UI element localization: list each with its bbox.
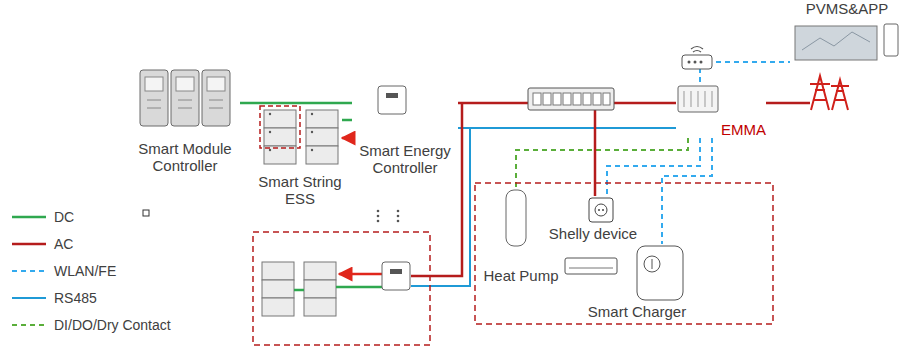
legend-line [12,239,46,249]
dashed-region [475,183,773,324]
device-box: EMMA [676,82,766,138]
legend-row: DC [12,203,171,230]
device-label: Smart Energy Controller [352,142,458,176]
connector [342,119,352,122]
ac-wire [411,103,462,276]
router-icon [682,47,712,70]
legend-row: DI/DO/Dry Contact [12,311,171,338]
connector [458,127,676,129]
legend-row: RS485 [12,284,171,311]
connector [240,102,352,105]
ac-arrow [339,273,382,276]
device-box: Smart Energy Controller [352,84,458,176]
legend-text: RS485 [54,290,97,306]
air-conditioner-icon [565,258,617,274]
connector [662,138,712,244]
dc-wire [294,289,304,292]
dashed-region [253,232,430,345]
dc-wire [336,286,382,289]
connector [607,138,700,196]
legend-row: AC [12,230,171,257]
connector [342,137,352,140]
ellipsis-dots [377,210,400,223]
legend-line [12,293,46,303]
device-box: Smart Module Controller [130,68,240,174]
device-label: Heat Pump [478,267,564,284]
device-label: PVMS&APP [790,0,904,17]
device-box: Shelly device [543,196,643,242]
distribution-box [528,88,614,110]
inverter-icon [382,262,410,290]
ac-wire [766,102,810,105]
ess-stack [262,262,336,316]
connector [700,62,790,82]
device-label: EMMA [676,121,766,138]
legend-text: DC [54,209,74,225]
device-box: Smart Charger [582,244,692,320]
legend-text: WLAN/FE [54,263,116,279]
device-label: Smart String ESS [258,173,342,207]
device-box: Smart String ESS [258,105,342,207]
device-label: Smart Module Controller [130,140,240,174]
device-label: Smart Charger [582,303,692,320]
legend-line [12,320,46,330]
device-label: Shelly device [543,225,643,242]
legend-row: WLAN/FE [12,257,171,284]
legend-text: AC [54,236,73,252]
platform-box: PVMS&APP [790,0,904,79]
legend: DC AC WLAN/FE RS485DI/DO/Dry Contact [12,203,171,338]
legend-text: DI/DO/Dry Contact [54,317,171,333]
grid-tower [810,76,849,110]
legend-line [12,266,46,276]
legend-line [12,212,46,222]
bullet-mark [143,210,149,216]
